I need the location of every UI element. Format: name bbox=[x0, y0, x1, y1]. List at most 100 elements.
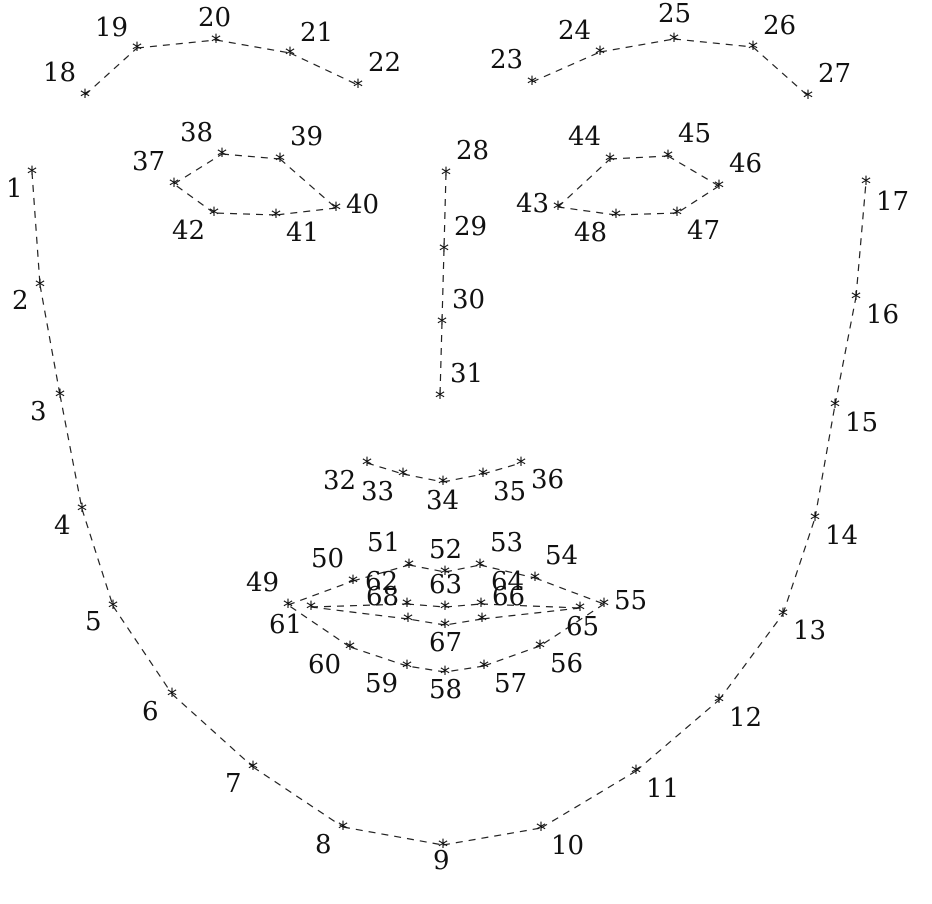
left-eyebrow-segment bbox=[599, 38, 675, 53]
landmark-label: 32 bbox=[323, 466, 356, 496]
right-eyebrow-segment bbox=[136, 39, 217, 49]
landmark-label: 51 bbox=[367, 528, 400, 558]
left-eye-segment bbox=[667, 155, 720, 187]
right-eye-segment bbox=[213, 212, 277, 216]
landmark-label: 6 bbox=[142, 697, 159, 727]
landmark-marker: * bbox=[275, 149, 285, 173]
outer-lip-segment bbox=[352, 564, 410, 582]
landmark-label: 18 bbox=[43, 58, 76, 88]
left-eye-segment bbox=[557, 206, 617, 216]
landmark-label: 66 bbox=[492, 582, 525, 612]
landmark-marker: * bbox=[553, 197, 563, 221]
jaw-segment bbox=[31, 171, 41, 286]
landmark-marker: * bbox=[535, 636, 545, 660]
landmark-marker: * bbox=[217, 144, 227, 168]
landmark-label: 24 bbox=[558, 16, 591, 46]
landmark-marker: * bbox=[403, 609, 413, 633]
nose-bottom-segment bbox=[366, 462, 404, 475]
landmark-marker: * bbox=[345, 637, 355, 661]
landmark-label: 50 bbox=[311, 544, 344, 574]
landmark-marker: * bbox=[748, 37, 758, 61]
landmark-marker: * bbox=[778, 604, 788, 628]
jaw-segment bbox=[59, 394, 83, 510]
landmark-label: 65 bbox=[566, 612, 599, 642]
jaw-segment bbox=[342, 826, 444, 846]
landmark-label: 59 bbox=[365, 669, 398, 699]
right-eye-segment bbox=[275, 207, 337, 216]
jaw-segment bbox=[855, 181, 867, 298]
landmark-label: 25 bbox=[658, 0, 691, 29]
jaw-segment bbox=[252, 766, 344, 828]
landmark-label: 23 bbox=[490, 45, 523, 75]
landmark-marker: * bbox=[631, 761, 641, 785]
landmark-marker: * bbox=[830, 395, 840, 419]
inner-lip-segment bbox=[444, 618, 483, 626]
landmark-label: 17 bbox=[876, 187, 909, 217]
landmark-marker: * bbox=[599, 594, 609, 618]
landmark-marker: * bbox=[169, 174, 179, 198]
inner-lip-segment bbox=[406, 603, 446, 608]
landmark-label: 19 bbox=[95, 13, 128, 43]
landmark-label: 31 bbox=[450, 359, 483, 389]
landmark-label: 67 bbox=[429, 628, 462, 658]
landmark-label: 52 bbox=[429, 535, 462, 565]
landmark-marker: * bbox=[27, 162, 37, 186]
landmark-label: 1 bbox=[6, 174, 23, 204]
landmark-label: 11 bbox=[646, 774, 679, 804]
left-eyebrow-segment bbox=[673, 38, 754, 48]
landmark-label: 39 bbox=[290, 122, 323, 152]
landmark-marker: * bbox=[851, 287, 861, 311]
landmark-label: 20 bbox=[198, 3, 231, 33]
landmark-points: *1*2*3*4*5*6*7*8*9*10*11*12*13*14*15*16*… bbox=[6, 0, 909, 876]
landmark-label: 43 bbox=[516, 189, 549, 219]
landmark-marker: * bbox=[530, 568, 540, 592]
nose-bottom-segment bbox=[402, 473, 444, 483]
landmark-label: 16 bbox=[866, 300, 899, 330]
inner-lip-segment bbox=[407, 618, 446, 626]
right-eyebrow-segment bbox=[84, 47, 138, 96]
landmark-marker: * bbox=[669, 29, 679, 53]
outer-lip-segment bbox=[444, 564, 481, 573]
outer-lip-segment bbox=[534, 577, 605, 605]
landmark-marker: * bbox=[810, 508, 820, 532]
landmark-label: 49 bbox=[246, 568, 279, 598]
landmark-label: 57 bbox=[494, 669, 527, 699]
contour-lines bbox=[31, 38, 867, 846]
landmark-label: 47 bbox=[687, 216, 720, 246]
landmark-label: 28 bbox=[456, 136, 489, 166]
landmark-marker: * bbox=[477, 609, 487, 633]
landmark-label: 42 bbox=[172, 216, 205, 246]
landmark-label: 27 bbox=[818, 59, 851, 89]
landmark-label: 55 bbox=[614, 586, 647, 616]
jaw-segment bbox=[442, 827, 542, 846]
landmark-label: 60 bbox=[308, 650, 341, 680]
jaw-segment bbox=[39, 284, 61, 396]
landmark-marker: * bbox=[132, 38, 142, 62]
landmark-marker: * bbox=[440, 615, 450, 639]
outer-lip-segment bbox=[406, 665, 446, 673]
landmark-marker: * bbox=[479, 656, 489, 680]
jaw-segment bbox=[718, 613, 784, 701]
landmark-label: 54 bbox=[545, 541, 578, 571]
landmark-label: 46 bbox=[729, 149, 762, 179]
landmark-marker: * bbox=[516, 453, 526, 477]
landmark-label: 45 bbox=[678, 119, 711, 149]
landmark-label: 14 bbox=[825, 521, 858, 551]
landmark-marker: * bbox=[283, 595, 293, 619]
landmark-label: 64 bbox=[491, 567, 524, 597]
jaw-segment bbox=[834, 296, 857, 406]
left-eye-segment bbox=[557, 158, 611, 208]
left-eye-segment bbox=[676, 185, 720, 214]
landmark-marker: * bbox=[404, 555, 414, 579]
landmark-marker: * bbox=[167, 684, 177, 708]
landmark-marker: * bbox=[440, 662, 450, 686]
landmark-label: 8 bbox=[315, 830, 332, 860]
outer-lip-segment bbox=[349, 646, 408, 667]
landmark-label: 2 bbox=[12, 286, 29, 316]
landmark-marker: * bbox=[663, 146, 673, 170]
landmark-marker: * bbox=[475, 555, 485, 579]
landmark-marker: * bbox=[331, 198, 341, 222]
landmark-label: 26 bbox=[763, 11, 796, 41]
landmark-marker: * bbox=[285, 43, 295, 67]
